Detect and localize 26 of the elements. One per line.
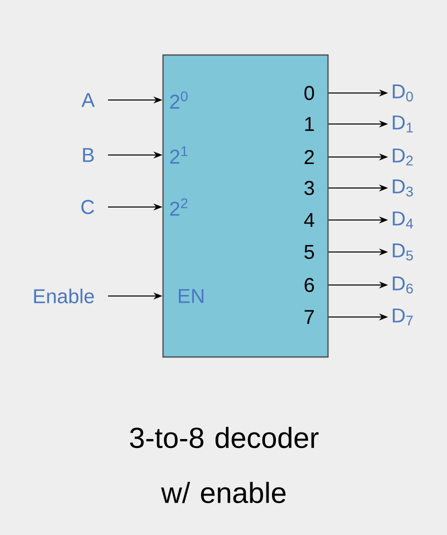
input-label: A <box>82 93 95 107</box>
port-label: 2$^{1}$ <box>170 146 188 164</box>
output-number: 4 <box>304 213 314 227</box>
output-label: D$_{3}$ <box>392 180 413 196</box>
output-label: D$_{0}$ <box>392 84 413 102</box>
output-label: D$_{7}$ <box>392 308 413 326</box>
caption: 3-to-8 decoder w/ enable <box>130 426 319 504</box>
output-number: 0 <box>304 86 314 100</box>
output-label: D$_{1}$ <box>392 116 413 132</box>
output-label: D$_{2}$ <box>392 148 413 166</box>
port-label: 2$^{0}$ <box>170 91 188 109</box>
input-label: C <box>81 200 94 214</box>
output-number: 7 <box>304 310 314 324</box>
output-number: 5 <box>304 245 314 259</box>
decoder-box <box>162 54 329 358</box>
output-label: D$_{4}$ <box>392 212 414 228</box>
input-label: Enable <box>34 288 94 304</box>
port-label: EN <box>178 289 204 303</box>
output-label: D$_{6}$ <box>392 276 413 294</box>
input-label: B <box>83 148 94 162</box>
output-label: D$_{5}$ <box>392 244 413 260</box>
output-number: 6 <box>304 278 314 292</box>
output-number: 2 <box>304 150 314 164</box>
output-number: 1 <box>305 117 314 131</box>
port-label: 2$^{2}$ <box>170 198 188 216</box>
output-number: 3 <box>304 180 314 196</box>
